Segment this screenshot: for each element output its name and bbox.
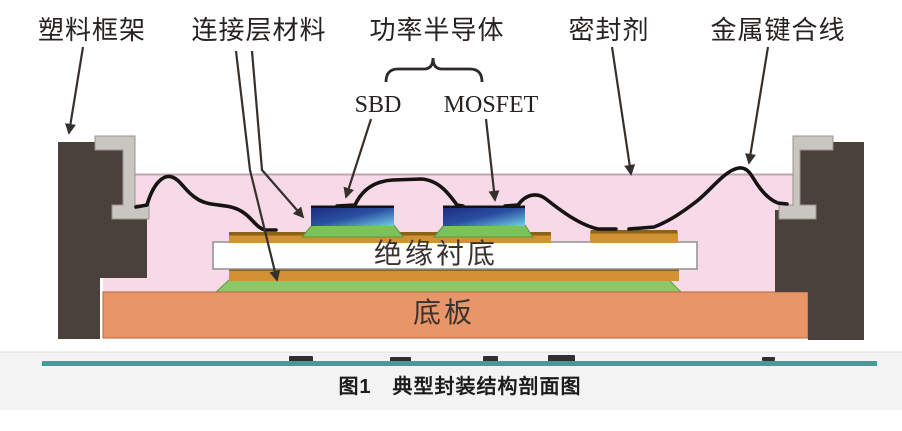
arrow-connection-layer-lower bbox=[234, 50, 281, 282]
bond-wires bbox=[134, 166, 789, 232]
die-attach-mosfet bbox=[432, 224, 534, 238]
left-lead-terminal bbox=[94, 135, 150, 220]
lower-copper-layer bbox=[229, 268, 679, 281]
label-bond-wire: 金属键合线 bbox=[710, 16, 845, 45]
clipped-text-fragment bbox=[289, 356, 313, 362]
clipped-text-fragment bbox=[483, 356, 498, 362]
right-plastic-frame bbox=[775, 142, 864, 340]
label-connection-layer: 连接层材料 bbox=[191, 16, 326, 45]
right-lead-terminal bbox=[778, 135, 834, 220]
clipped-text-fragment bbox=[390, 357, 411, 362]
bond-wire-pad-to-terminal bbox=[627, 166, 789, 231]
arrow-bond-wire bbox=[745, 46, 770, 165]
bond-wire-sbd-to-mosfet bbox=[335, 177, 465, 208]
figure-diagram bbox=[58, 135, 864, 340]
label-sealant: 密封剂 bbox=[568, 16, 649, 45]
sbd-die bbox=[311, 207, 394, 226]
label-baseplate: 底板 bbox=[413, 297, 475, 329]
label-plastic-frame: 塑料框架 bbox=[38, 16, 146, 45]
bond-wire-mosfet-to-pad bbox=[503, 193, 618, 231]
label-mosfet: MOSFET bbox=[444, 92, 539, 118]
bond-wire-terminal-to-copper bbox=[134, 174, 278, 232]
arrow-sbd bbox=[343, 118, 373, 199]
arrow-mosfet bbox=[484, 118, 500, 202]
label-power-semiconductor: 功率半导体 bbox=[369, 16, 504, 45]
figure-caption: 图1 典型封装结构剖面图 bbox=[338, 374, 581, 398]
mosfet-die-top-metal bbox=[443, 205, 525, 208]
label-substrate: 绝缘衬底 bbox=[374, 238, 498, 270]
lower-connection-layer bbox=[214, 279, 683, 293]
clipped-text-fragments bbox=[289, 355, 775, 362]
clipped-text-fragment bbox=[762, 357, 775, 361]
left-plastic-frame bbox=[58, 142, 147, 339]
baseplate bbox=[102, 291, 809, 339]
power-semiconductor-brace bbox=[384, 57, 484, 83]
mosfet-die bbox=[443, 207, 525, 226]
caption-band: 图1 典型封装结构剖面图 bbox=[0, 351, 902, 410]
arrow-sealant bbox=[610, 46, 636, 176]
die-attach-sbd bbox=[300, 224, 404, 238]
arrow-plastic-frame bbox=[65, 46, 85, 135]
clipped-text-fragment bbox=[548, 355, 575, 362]
leader-arrows bbox=[65, 46, 770, 282]
upper-copper-pad-edge bbox=[591, 230, 677, 234]
label-sbd: SBD bbox=[355, 92, 402, 118]
caption-rule bbox=[42, 361, 877, 366]
arrow-connection-layer-die-attach bbox=[250, 50, 305, 219]
